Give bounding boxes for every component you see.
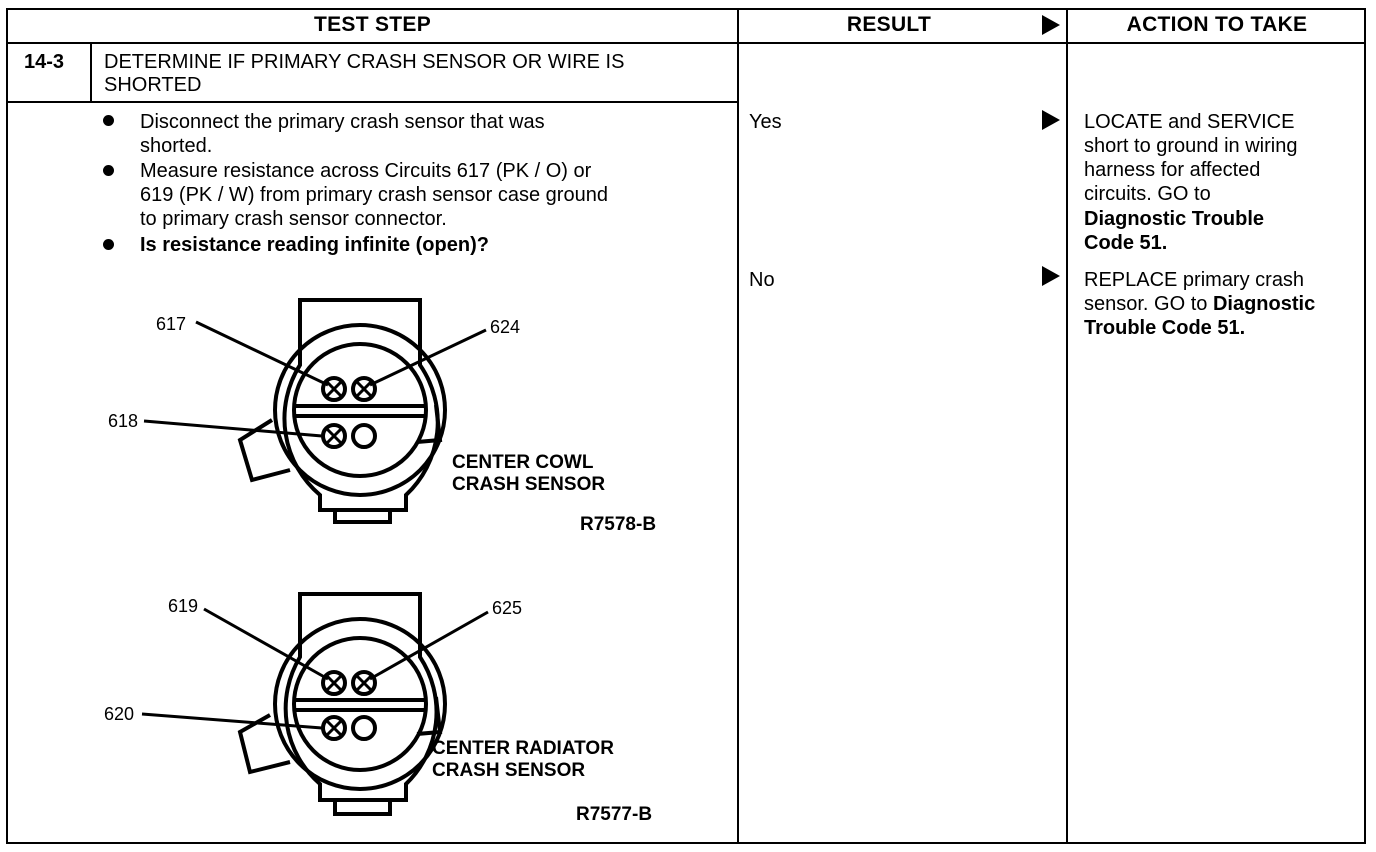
step-title-divider xyxy=(6,101,739,103)
bullet-icon xyxy=(103,165,114,176)
action-yes-line1: LOCATE and SERVICE xyxy=(1084,111,1295,133)
pin-label-624: 624 xyxy=(490,317,520,337)
bullet-icon xyxy=(103,115,114,126)
pin-label-618: 618 xyxy=(108,411,138,431)
bullet-3-line1: Is resistance reading infinite (open)? xyxy=(140,234,489,256)
diagram-2-caption-line1: CENTER RADIATOR xyxy=(432,738,614,759)
pin-label-625: 625 xyxy=(492,598,522,618)
action-yes-line2: short to ground in wiring xyxy=(1084,135,1298,157)
result-yes-arrow-icon xyxy=(1042,110,1060,130)
diagram-2-ref: R7577-B xyxy=(576,804,652,825)
bullet-icon xyxy=(103,239,114,250)
step-number-divider xyxy=(90,42,92,102)
bullet-2-line2: 619 (PK / W) from primary crash sensor c… xyxy=(140,184,608,206)
result-yes: Yes xyxy=(749,111,782,133)
action-no-line2-bold: Diagnostic xyxy=(1212,293,1316,315)
action-no-line2: sensor. GO to Diagnostic xyxy=(1084,292,1315,316)
bullet-1-line1: Disconnect the primary crash sensor that… xyxy=(140,111,545,133)
action-no-line1: REPLACE primary crash xyxy=(1084,269,1305,291)
pin-label-619: 619 xyxy=(168,596,198,616)
header-arrow-icon xyxy=(1042,15,1060,35)
bullet-2-line1: Measure resistance across Circuits 617 (… xyxy=(140,160,592,182)
step-number: 14-3 xyxy=(24,51,65,73)
header-test-step: TEST STEP xyxy=(313,13,432,36)
action-yes-line3: harness for affected xyxy=(1084,159,1261,181)
diagram-1-ref: R7578-B xyxy=(580,514,656,535)
action-yes-bold2: Code 51. xyxy=(1084,232,1168,254)
header-divider xyxy=(6,42,1366,44)
bullet-1-line2: shorted. xyxy=(140,135,213,157)
step-title-line1: DETERMINE IF PRIMARY CRASH SENSOR OR WIR… xyxy=(104,51,625,73)
table-frame xyxy=(6,8,1366,844)
result-no-arrow-icon xyxy=(1042,266,1060,286)
center-radiator-connector-diagram: 619 625 620 CENTER RADIATOR CRASH SENSOR… xyxy=(104,592,652,825)
action-yes-bold1: Diagnostic Trouble xyxy=(1084,208,1265,230)
action-no-line2-prefix: sensor. GO to xyxy=(1084,293,1213,315)
header-action: ACTION TO TAKE xyxy=(1126,13,1308,36)
diagram-1-caption-line1: CENTER COWL xyxy=(452,452,594,473)
diagram-2-caption-line2: CRASH SENSOR xyxy=(432,760,585,781)
center-cowl-connector-diagram: 617 624 618 CENTER COWL CRASH SENSOR R75… xyxy=(108,298,656,535)
result-no: No xyxy=(749,269,775,291)
action-no-bold: Trouble Code 51. xyxy=(1084,317,1246,339)
pin-label-620: 620 xyxy=(104,704,134,724)
column-divider-result xyxy=(737,8,739,844)
column-divider-action xyxy=(1066,8,1068,844)
bullet-2-line3: to primary crash sensor connector. xyxy=(140,208,447,230)
header-result: RESULT xyxy=(846,13,932,36)
step-title-line2: SHORTED xyxy=(104,74,202,96)
pin-label-617: 617 xyxy=(156,314,186,334)
diagram-1-caption-line2: CRASH SENSOR xyxy=(452,474,605,495)
action-yes-line4: circuits. GO to xyxy=(1084,183,1211,205)
